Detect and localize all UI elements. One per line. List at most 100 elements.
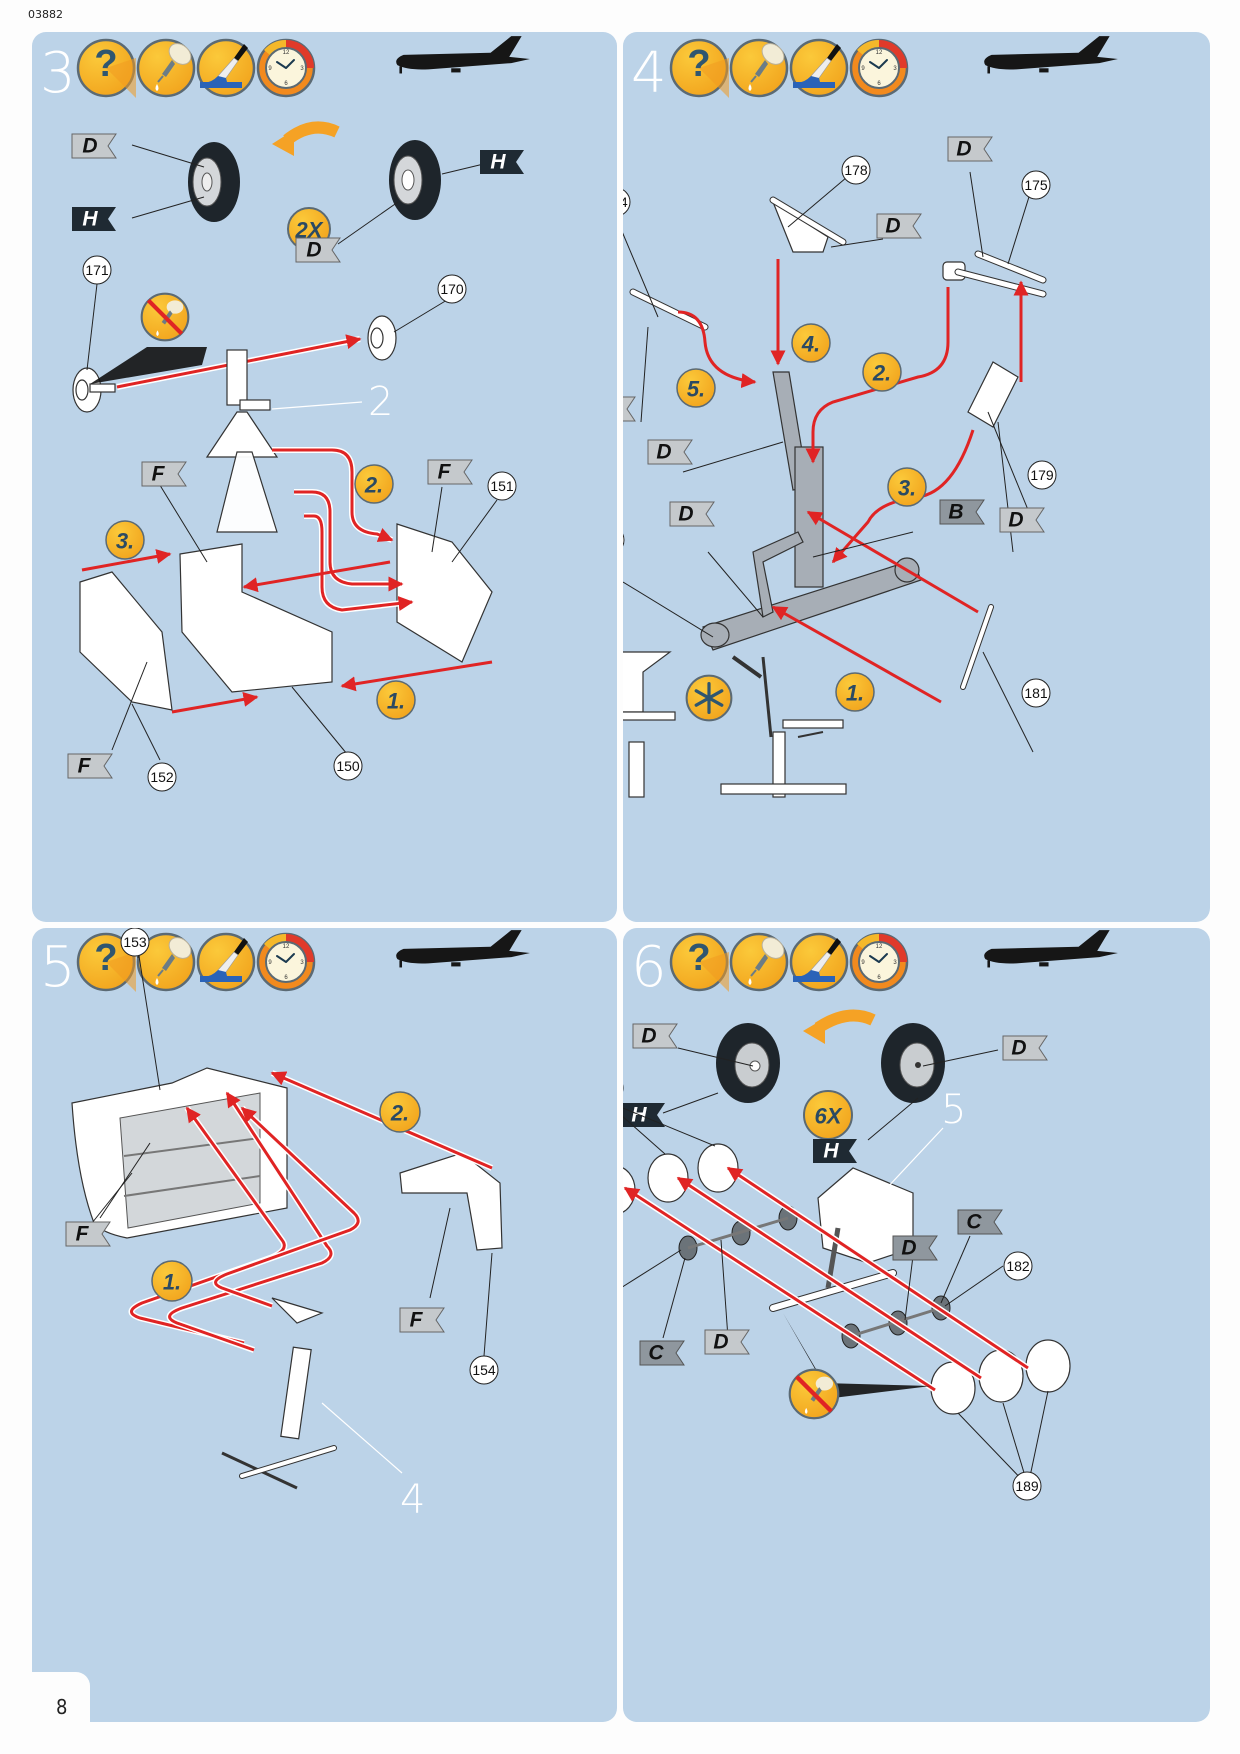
- material-flag-b: B: [939, 499, 985, 525]
- sequence-badge: 5.: [676, 368, 716, 408]
- material-flag-d: D: [1002, 1035, 1048, 1061]
- main-strut: [700, 371, 922, 651]
- svg-text:175: 175: [1024, 177, 1048, 193]
- svg-text:5: 5: [941, 1087, 966, 1133]
- material-flag-d: D: [71, 133, 117, 159]
- subassembly-label: 5: [884, 1087, 966, 1191]
- material-flag-d: D: [669, 501, 715, 527]
- clock-icon: [256, 38, 316, 98]
- assembly-arrow: [806, 510, 979, 614]
- svg-text:151: 151: [490, 478, 514, 494]
- material-flag-d: D: [632, 1023, 678, 1049]
- svg-text:189: 189: [1015, 1478, 1039, 1494]
- part-174: [630, 289, 708, 330]
- assembly-arrow: [726, 1166, 1029, 1370]
- glue-tube-icon: [729, 38, 789, 98]
- reference-view-side: [720, 655, 847, 798]
- clock-icon: [256, 932, 316, 992]
- svg-text:1.: 1.: [846, 681, 864, 706]
- no-glue-icon: [142, 294, 189, 341]
- rotate-arrow-icon: [814, 1009, 876, 1034]
- part-number-callout: 170: [437, 274, 467, 304]
- material-flag-f: F: [427, 459, 473, 485]
- svg-text:152: 152: [150, 769, 174, 785]
- sequence-badge: 2.: [354, 464, 394, 504]
- page-corner: [0, 1672, 90, 1754]
- svg-text:1.: 1.: [387, 689, 405, 714]
- part-number-callout: 174: [623, 189, 631, 215]
- svg-text:D: D: [656, 441, 671, 464]
- step-6-panel: 6 6X D H D H: [623, 928, 1210, 1722]
- assembly-arrow: [340, 660, 493, 692]
- sequence-badge: 1.: [151, 1260, 193, 1302]
- svg-text:F: F: [410, 1309, 424, 1332]
- sequence-badge: 3.: [105, 520, 145, 560]
- material-flag-d: D: [876, 213, 922, 239]
- svg-text:6X: 6X: [815, 1104, 843, 1129]
- sequence-badge: 1.: [376, 680, 416, 720]
- step-number: 4: [631, 41, 667, 106]
- question-mark-icon: [76, 38, 136, 98]
- tire-inner-side: [188, 142, 240, 222]
- paintbrush-icon: [196, 932, 256, 992]
- sequence-badge: 3.: [887, 467, 927, 507]
- part-number-callout: 175: [1021, 170, 1051, 200]
- svg-text:2.: 2.: [390, 1101, 409, 1126]
- material-flag-c: C: [957, 1209, 1003, 1235]
- part-152: [79, 571, 173, 711]
- part-179: [967, 361, 1019, 428]
- assembly-arrow: [304, 514, 414, 612]
- paintbrush-icon: [789, 932, 849, 992]
- svg-text:171: 171: [85, 262, 109, 278]
- material-flag-h: H: [72, 207, 116, 231]
- material-flag-d: D: [892, 1235, 938, 1261]
- sequence-badge: 1.: [835, 672, 875, 712]
- svg-text:D: D: [678, 503, 693, 526]
- material-flag-h: H: [813, 1139, 857, 1163]
- svg-text:2.: 2.: [872, 361, 891, 386]
- step-4-panel: 4: [623, 32, 1210, 922]
- gear-bay-assembly: [769, 1167, 914, 1312]
- nose-gear-assembly: [221, 1297, 337, 1490]
- svg-text:H: H: [490, 151, 506, 174]
- svg-text:D: D: [956, 138, 971, 161]
- no-glue-icon: [790, 1370, 839, 1419]
- svg-text:B: B: [948, 501, 963, 524]
- material-flag-h: H: [623, 1103, 665, 1127]
- glue-tube-icon: [729, 932, 789, 992]
- part-number-callout: 152: [147, 762, 177, 792]
- svg-text:D: D: [306, 239, 321, 262]
- material-flag-d: D: [647, 439, 693, 465]
- material-flag-d: D: [947, 136, 993, 162]
- step-number: 5: [40, 935, 76, 1000]
- material-flag-f: F: [65, 1221, 111, 1247]
- material-flag-h: H: [480, 150, 524, 174]
- svg-text:178: 178: [844, 162, 868, 178]
- wheel-part-189: [930, 1339, 1071, 1415]
- document-code: 03882: [28, 8, 63, 21]
- assembly-arrow: [272, 448, 394, 542]
- part-151: [396, 523, 493, 663]
- tire-outer-side: [881, 1023, 945, 1103]
- tire-inner-side: [716, 1023, 780, 1103]
- svg-text:2.: 2.: [364, 473, 383, 498]
- svg-text:F: F: [76, 1223, 90, 1246]
- paintbrush-icon: [196, 38, 256, 98]
- question-mark-icon: [669, 932, 729, 992]
- subassembly-label: 4: [321, 1402, 425, 1523]
- subassembly-label: 2: [271, 379, 393, 425]
- svg-text:H: H: [823, 1140, 839, 1163]
- assembly-arrow: [168, 1091, 333, 1352]
- reference-view-front: [623, 651, 676, 798]
- step-number: 6: [631, 935, 667, 1000]
- part-number-callout: 178: [841, 155, 871, 185]
- part-150: [179, 543, 333, 693]
- assembly-arrow: [242, 560, 391, 593]
- svg-text:C: C: [966, 1211, 982, 1234]
- clock-icon: [849, 932, 909, 992]
- material-flag-f: F: [67, 753, 113, 779]
- part-number-callout: 172: [623, 533, 625, 547]
- svg-text:D: D: [885, 215, 900, 238]
- svg-text:H: H: [82, 208, 98, 231]
- material-flag-d: D: [623, 396, 636, 422]
